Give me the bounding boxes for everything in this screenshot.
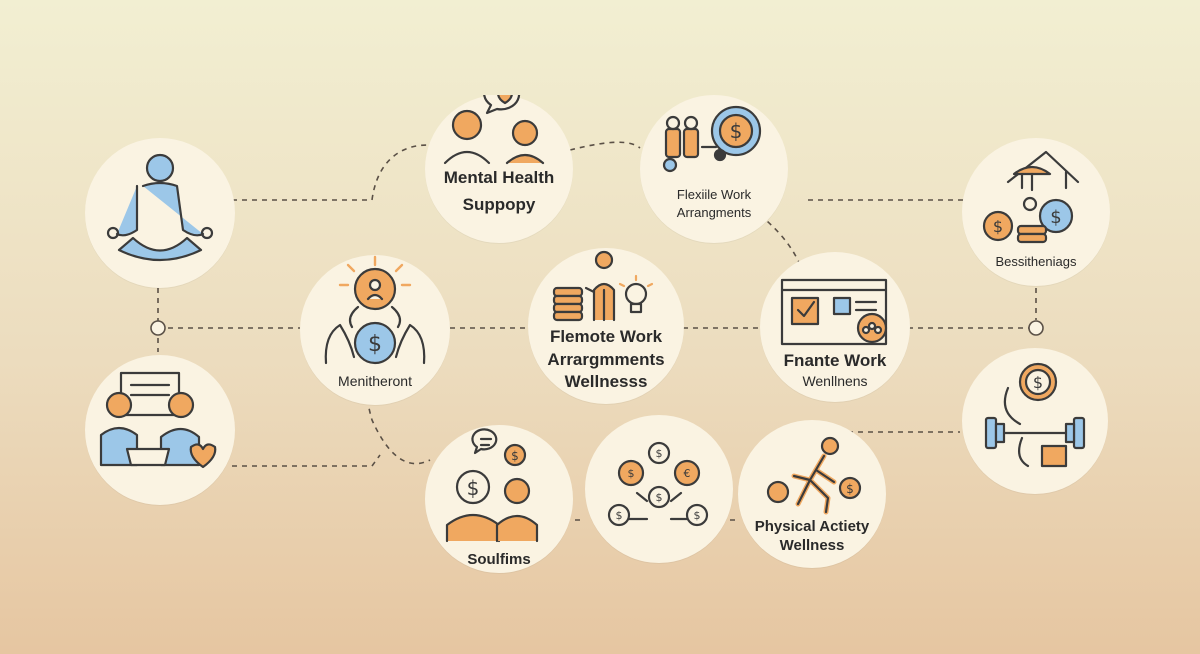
node-mental-health[interactable]: Mental Health Suppopy	[425, 95, 573, 243]
node-soulfims[interactable]: $ $ Soulfims	[425, 425, 573, 573]
people-dollar-icon: $ $	[445, 428, 539, 543]
dumbbell-coin-icon: $	[984, 362, 1086, 468]
svg-text:$: $	[656, 491, 663, 504]
idea-money-hands-icon: $	[324, 255, 426, 365]
node-meeting[interactable]	[85, 355, 235, 505]
flexible-work-label-line2: Arrangments	[676, 205, 752, 221]
svg-text:$: $	[1033, 373, 1043, 392]
soulfims-label-line1: Soulfims	[467, 551, 531, 568]
physical-activity-label: Physical Actiety Wellness	[738, 518, 886, 556]
mentor-label: Menitheront	[300, 373, 450, 391]
people-document-icon	[99, 371, 217, 469]
house-money-icon: $ $	[982, 150, 1080, 244]
coins-person-bulb-icon	[552, 250, 654, 322]
benefits-label-line1: Bessitheniags	[995, 254, 1077, 269]
node-meditation[interactable]	[85, 138, 235, 288]
remote-work-label-line2: Arrargmments	[547, 350, 665, 370]
svg-text:€: €	[684, 467, 691, 480]
junction-right	[1028, 320, 1044, 336]
node-flexible-work[interactable]: $ Flexiile Work Arrangments	[640, 95, 788, 243]
node-mentor[interactable]: $ Menitheront	[300, 255, 450, 405]
svg-text:$: $	[656, 447, 663, 460]
svg-text:$: $	[628, 467, 635, 480]
svg-text:$: $	[846, 482, 854, 496]
svg-text:$: $	[993, 217, 1003, 236]
counseling-heart-icon	[443, 95, 545, 165]
remote-work-label-line1: Flemote Work	[549, 327, 663, 346]
physical-activity-label-line1: Physical Actiety	[754, 518, 870, 535]
soulfims-label: Soulfims	[425, 551, 573, 570]
flexible-work-label-line1: Flexiile Work	[676, 187, 752, 202]
node-benefits[interactable]: $ $ Bessitheniags	[962, 138, 1110, 286]
node-gym[interactable]: $	[962, 348, 1108, 494]
svg-text:$: $	[730, 119, 743, 143]
mental-health-label-line2: Suppopy	[462, 195, 536, 215]
people-money-icon: $	[662, 105, 762, 173]
mental-health-label-line1: Mental Health	[443, 168, 555, 187]
remote-work-label-line3: Wellnesss	[564, 371, 648, 391]
svg-text:$: $	[467, 476, 480, 500]
physical-activity-label-line2: Wellness	[779, 536, 845, 554]
finance-work-label-line2: Wenllnens	[802, 373, 868, 390]
finance-work-label-line1: Fnante Work	[783, 351, 887, 370]
laptop-checklist-icon	[780, 278, 888, 346]
currency-cycle-icon: $ $ € $ $ $	[607, 441, 709, 527]
meditation-icon	[106, 153, 214, 262]
mental-health-label: Mental Health Suppopy	[425, 167, 573, 216]
runner-coin-icon: $	[766, 436, 862, 515]
node-finance-work[interactable]: Fnante Work Wenllnens	[760, 252, 910, 402]
node-physical-activity[interactable]: $ Physical Actiety Wellness	[738, 420, 886, 568]
benefits-label: Bessitheniags	[962, 254, 1110, 270]
connector-meeting-right	[232, 454, 381, 467]
junction-left	[150, 320, 166, 336]
svg-text:$: $	[616, 509, 623, 522]
svg-text:$: $	[1050, 207, 1061, 228]
node-money-cycle[interactable]: $ $ € $ $ $	[585, 415, 733, 563]
flexible-work-label: Flexiile Work Arrangments	[640, 187, 788, 222]
mentor-label-line1: Menitheront	[338, 373, 412, 389]
remote-work-label: Flemote Work Arrargmments Wellnesss	[528, 326, 684, 392]
finance-work-label: Fnante Work Wenllnens	[760, 350, 910, 391]
svg-text:$: $	[694, 509, 701, 522]
svg-text:$: $	[511, 449, 519, 463]
connector-ring	[362, 141, 811, 521]
node-remote-work[interactable]: Flemote Work Arrargmments Wellnesss	[528, 248, 684, 404]
svg-text:$: $	[368, 332, 382, 357]
